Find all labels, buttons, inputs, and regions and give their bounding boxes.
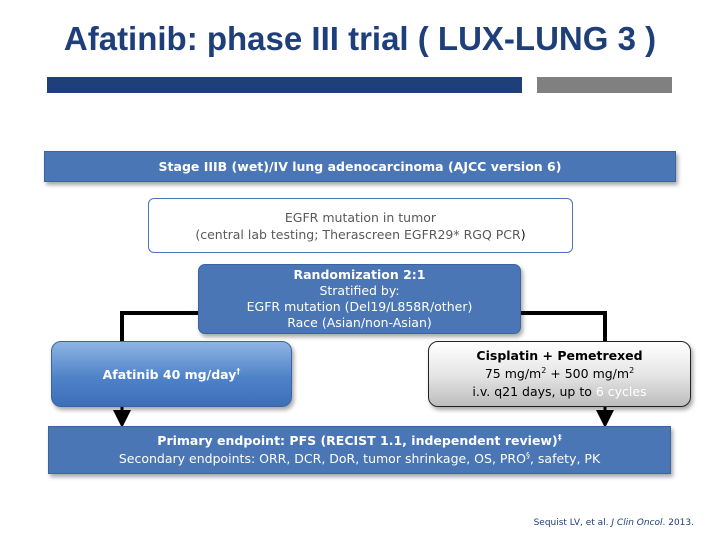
secondary-endpoints-a: Secondary endpoints: ORR, DCR, DoR, tumo…: [118, 451, 526, 466]
primary-endpoint-sup: ‡: [557, 432, 562, 442]
cisplatin-dose-a-sup: 2: [541, 365, 547, 375]
cisplatin-dose-plus: + 500 mg/m: [546, 366, 630, 381]
title-underline-blue: [47, 77, 522, 93]
cisplatin-title: Cisplatin + Pemetrexed: [476, 348, 643, 363]
citation-authors: Sequist LV, et al.: [533, 518, 612, 528]
secondary-endpoints: Secondary endpoints: ORR, DCR, DoR, tumo…: [119, 450, 600, 468]
cisplatin-arm-box: Cisplatin + Pemetrexed 75 mg/m2 + 500 mg…: [428, 341, 691, 407]
stage-text: Stage IIIB (wet)/IV lung adenocarcinoma …: [158, 159, 562, 174]
cisplatin-dose-b-sup: 2: [629, 365, 635, 375]
primary-endpoint-text: Primary endpoint: PFS (RECIST 1.1, indep…: [157, 433, 558, 448]
citation-journal: J Clin Oncol: [611, 518, 663, 528]
citation-year: . 2013.: [662, 518, 695, 528]
egfr-line2-end: ): [520, 226, 526, 242]
randomization-line2: EGFR mutation (Del19/L858R/other): [246, 299, 473, 314]
afatinib-arm-box: Afatinib 40 mg/day†: [51, 341, 292, 407]
afatinib-sup: †: [236, 366, 241, 376]
randomization-line3: Race (Asian/non-Asian): [287, 315, 432, 330]
cisplatin-dose-a: 75 mg/m: [484, 366, 542, 381]
cisplatin-cycles: 6 cycles: [595, 384, 647, 399]
randomization-title: Randomization 2:1: [293, 267, 426, 282]
egfr-line2: (central lab testing; Therascreen EGFR29…: [195, 226, 525, 243]
secondary-endpoints-sup: §: [525, 450, 530, 460]
secondary-endpoints-b: , safety, PK: [529, 451, 601, 466]
randomization-box: Randomization 2:1 Stratified by: EGFR mu…: [198, 264, 521, 334]
randomization-line1: Stratified by:: [319, 283, 400, 298]
cisplatin-dose: 75 mg/m2 + 500 mg/m2: [485, 365, 634, 383]
connector-left: [120, 311, 198, 341]
cisplatin-schedule-text: i.v. q21 days, up to: [472, 384, 596, 399]
citation: Sequist LV, et al. J Clin Oncol. 2013.: [534, 518, 694, 528]
primary-endpoint: Primary endpoint: PFS (RECIST 1.1, indep…: [157, 432, 561, 450]
stage-box: Stage IIIB (wet)/IV lung adenocarcinoma …: [44, 151, 676, 182]
connector-right: [521, 311, 607, 341]
egfr-line1: EGFR mutation in tumor: [284, 209, 437, 225]
cisplatin-schedule: i.v. q21 days, up to 6 cycles: [472, 383, 646, 401]
title-underline-gray: [537, 77, 672, 93]
egfr-box: EGFR mutation in tumor (central lab test…: [148, 198, 573, 253]
slide-title: Afatinib: phase III trial ( LUX-LUNG 3 ): [63, 20, 657, 57]
afatinib-label-text: Afatinib 40 mg/day: [102, 366, 237, 382]
endpoint-box: Primary endpoint: PFS (RECIST 1.1, indep…: [48, 426, 671, 474]
afatinib-label: Afatinib 40 mg/day†: [103, 366, 241, 383]
egfr-line2-main: (central lab testing; Therascreen EGFR29…: [195, 226, 521, 242]
